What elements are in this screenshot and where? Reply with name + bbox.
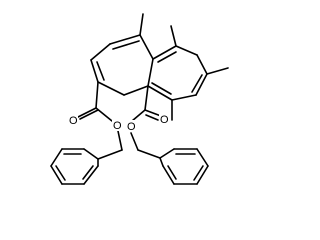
oxygen-carbonyl-right-label: O <box>160 114 169 126</box>
ester-group-right <box>130 85 162 159</box>
chemical-structure-drawing: O O O O <box>50 13 229 185</box>
methyl-groups <box>139 13 229 121</box>
ester-group-left <box>75 81 123 160</box>
oxygen-ester-left-label: O <box>113 120 122 132</box>
methyl-top-left <box>139 13 144 36</box>
seven-membered-ring-left <box>90 34 154 96</box>
oxygen-ester-right-label: O <box>127 121 136 133</box>
methyl-top-right <box>170 25 177 47</box>
phenyl-ring-left <box>50 148 99 185</box>
phenyl-ring-right <box>159 148 209 185</box>
methyl-right <box>206 67 229 75</box>
seven-membered-ring-right <box>147 45 208 101</box>
atom-labels: O O O O <box>68 113 169 133</box>
oxygen-carbonyl-left-label: O <box>69 115 78 127</box>
